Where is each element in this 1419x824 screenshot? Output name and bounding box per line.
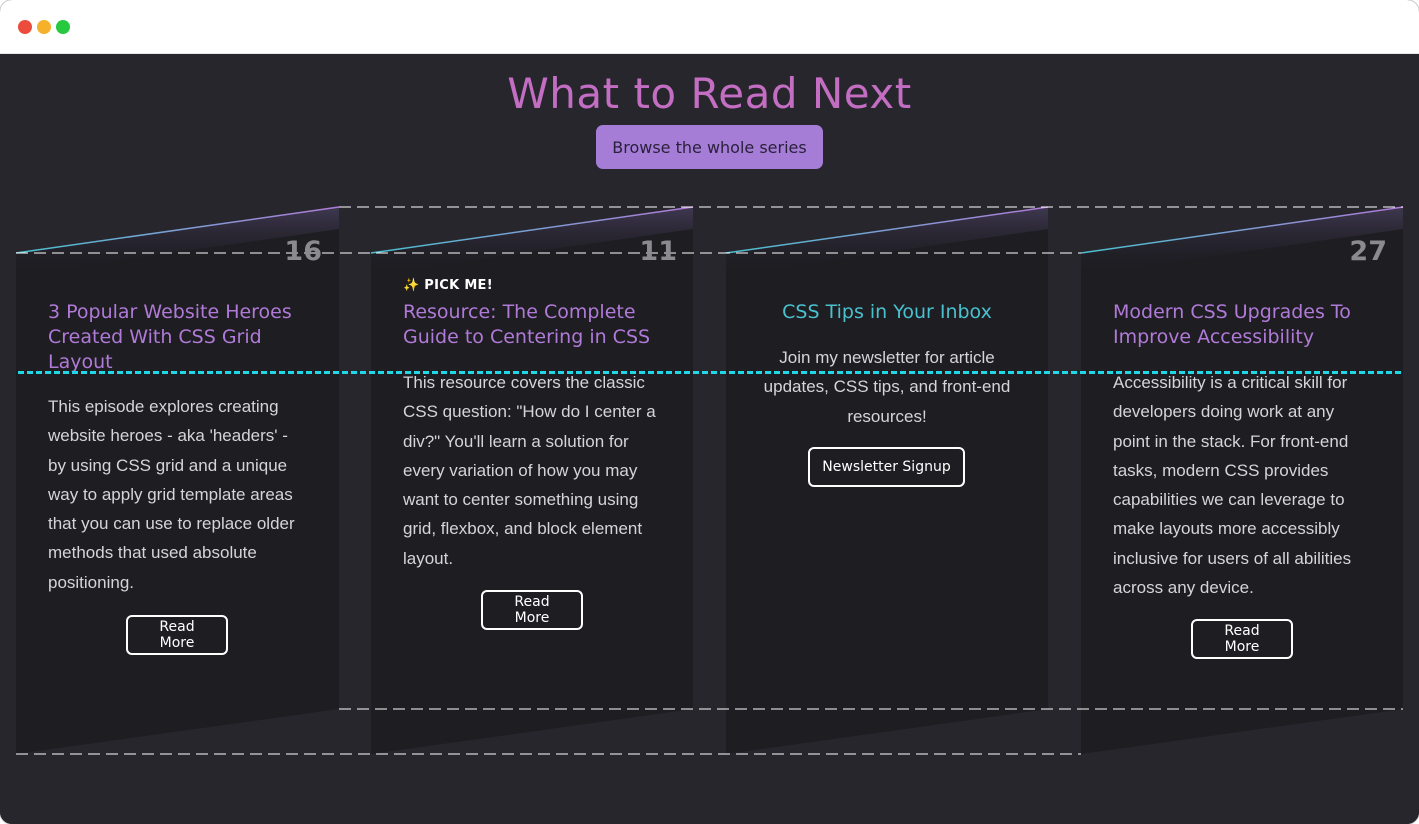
pick-me-badge: ✨ PICK ME! [403, 278, 493, 293]
article-card-4: 27 Modern CSS Upgrades To Improve Access… [1081, 234, 1403, 754]
card-title: CSS Tips in Your Inbox [782, 301, 992, 323]
card-title[interactable]: Modern CSS Upgrades To Improve Accessibi… [1113, 301, 1351, 348]
browse-series-button[interactable]: Browse the whole series [596, 125, 823, 169]
page-title: What to Read Next [507, 69, 912, 118]
article-card-1: 16 3 Popular Website Heroes Created With… [16, 234, 338, 754]
card-description: This episode explores creating website h… [48, 397, 295, 592]
card-glow-4 [1081, 207, 1403, 275]
card-description: Accessibility is a critical skill for de… [1113, 373, 1352, 598]
cyan-guide-line [18, 371, 1401, 374]
card-panel-4 [1081, 207, 1403, 754]
card-title[interactable]: Resource: The Complete Guide to Centerin… [403, 301, 651, 348]
read-more-button[interactable]: Read More [1191, 619, 1293, 659]
card-edge-3 [725, 206, 1049, 254]
card-panel-3 [726, 207, 1048, 754]
newsletter-signup-button[interactable]: Newsletter Signup [808, 447, 965, 487]
card-number: 27 [1349, 236, 1387, 267]
maximize-window-dot-icon[interactable] [56, 20, 70, 34]
close-window-dot-icon[interactable] [18, 20, 32, 34]
card-glow-3 [726, 207, 1048, 275]
card-panel-2 [371, 207, 693, 754]
page-content: What to Read Next Browse the whole serie… [0, 54, 1419, 824]
card-glow-1 [16, 207, 339, 275]
newsletter-card: CSS Tips in Your Inbox Join my newslette… [726, 234, 1048, 754]
card-edge-4 [1080, 206, 1404, 254]
card-panel-1 [16, 207, 339, 754]
card-description: Join my newsletter for article updates, … [763, 348, 1011, 426]
card-edge-1 [15, 206, 340, 254]
read-more-button[interactable]: Read More [481, 590, 583, 630]
card-glow-2 [371, 207, 693, 275]
read-more-button[interactable]: Read More [126, 615, 228, 655]
article-card-2: 11 ✨ PICK ME! Resource: The Complete Gui… [371, 234, 693, 754]
card-edge-2 [370, 206, 694, 254]
card-description: This resource covers the classic CSS que… [403, 373, 656, 568]
cards-background [15, 206, 1404, 755]
card-title[interactable]: 3 Popular Website Heroes Created With CS… [48, 301, 292, 373]
window-titlebar [0, 0, 1419, 54]
card-number: 16 [284, 236, 322, 267]
minimize-window-dot-icon[interactable] [37, 20, 51, 34]
card-number: 11 [639, 236, 677, 267]
